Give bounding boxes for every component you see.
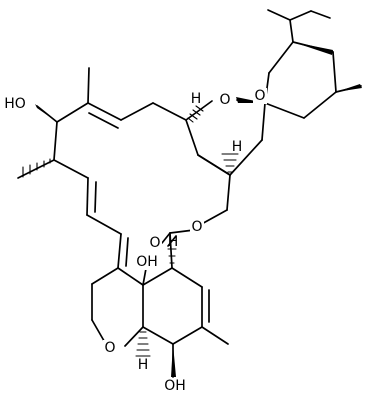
oxane-ring-top-right	[264, 9, 362, 119]
label-h-furan: H	[138, 357, 149, 373]
macrocycle-backbone	[17, 67, 231, 269]
label-h-ring-top: H	[191, 91, 202, 107]
benzofuran-core	[91, 248, 229, 378]
label-oh-bottom: OH	[164, 378, 186, 394]
atom-labels: HO O O O O OH O OH H H H H	[3, 88, 267, 394]
label-oh-bridgehead: OH	[136, 254, 158, 270]
label-o-furan: O	[104, 340, 115, 356]
label-h-bridgehead: H	[168, 234, 179, 250]
label-oh-left: HO	[4, 96, 26, 112]
spiroketal-ring	[185, 97, 266, 176]
label-h-ring-mid: H	[232, 139, 243, 155]
label-o-ring-right: O	[254, 88, 265, 104]
label-o-ring-left: O	[219, 92, 230, 108]
label-o-carbonyl: O	[149, 235, 160, 251]
label-o-ester-bridge: O	[191, 219, 202, 235]
